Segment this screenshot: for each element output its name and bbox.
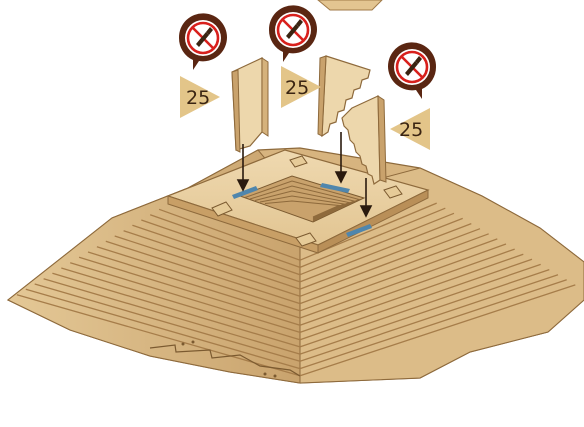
step-badge-1: 25: [180, 76, 220, 118]
no-glue-icon: [388, 42, 436, 99]
step-badge-3: 25: [390, 108, 430, 150]
step-badge-1-label: 25: [186, 87, 210, 109]
piece-left: [232, 58, 268, 152]
no-glue-icon: [179, 13, 227, 70]
step-badge-3-label: 25: [399, 119, 423, 141]
step-badge-2: 25: [281, 66, 321, 108]
previous-layer-fragment: [318, 0, 382, 10]
no-glue-icon: [269, 5, 317, 62]
step-badge-2-label: 25: [285, 77, 309, 99]
